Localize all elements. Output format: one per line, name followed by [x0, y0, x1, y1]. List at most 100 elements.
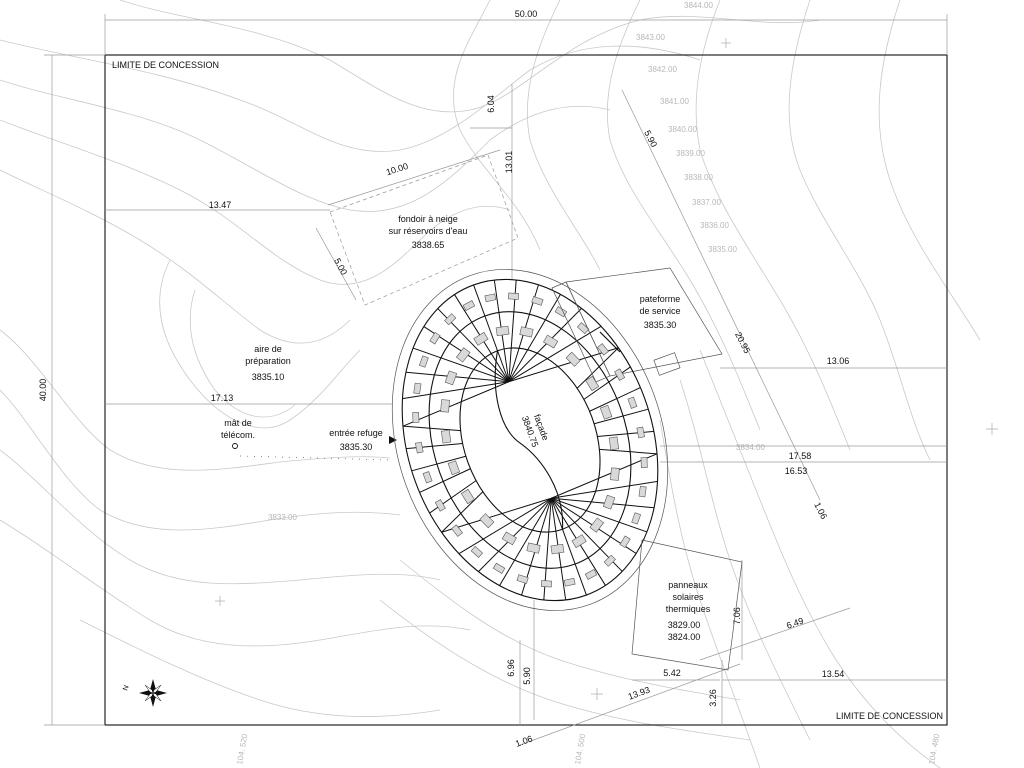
building-divider	[576, 347, 619, 389]
service-platform: pateforme de service 3835.30	[565, 267, 723, 377]
building-spoke	[551, 497, 655, 509]
grid-label: 104. 500	[573, 733, 587, 766]
room-cell	[531, 296, 544, 306]
dimension-1-06-right: 1.06	[812, 501, 829, 521]
concession-label-top: LIMITE DE CONCESSION	[112, 60, 219, 70]
room-cell	[599, 404, 613, 420]
preparation-area: aire de préparation 3835.10	[245, 344, 291, 382]
room-cell	[526, 542, 541, 554]
grid-crosses	[215, 38, 998, 700]
building-spoke	[508, 308, 582, 383]
solar-label-elevation-2: 3824.00	[668, 632, 701, 642]
contour-label: 3838.00	[684, 173, 713, 182]
room-cell	[554, 306, 568, 318]
building-spoke	[478, 497, 552, 572]
room-cell	[589, 517, 605, 533]
dimension-5-00: 5.00	[332, 257, 349, 277]
room-cell	[455, 347, 471, 363]
dimension-5-90-bottom: 5.90	[522, 667, 532, 685]
room-cell	[602, 494, 616, 510]
dimension-5-90-top: 5.90	[642, 129, 659, 149]
building-spoke	[405, 371, 509, 383]
building-spoke	[551, 453, 658, 499]
dimension-1-06-bottom: 1.06	[514, 733, 534, 748]
building-spoke	[551, 480, 658, 499]
room-cell	[462, 300, 476, 311]
building-spoke	[508, 325, 602, 383]
building-spoke	[551, 497, 648, 533]
solar-label-line3: thermiques	[666, 604, 711, 614]
contour-label: 3843.00	[636, 33, 665, 42]
concession-boundary	[104, 54, 948, 726]
room-cell	[484, 293, 497, 303]
compass-north-label: N	[122, 685, 130, 692]
dimension-left-height: 40.00	[38, 379, 48, 402]
contour-label: 3844.00	[684, 1, 713, 10]
room-cell	[540, 580, 552, 588]
room-cell	[501, 531, 517, 546]
room-cell	[608, 436, 620, 451]
dimension-17-13: 17.13	[211, 393, 234, 403]
building-spoke	[508, 347, 619, 383]
grid-label: 104. 480	[927, 733, 941, 766]
building-spoke	[402, 381, 509, 427]
room-cell	[636, 426, 645, 439]
contour-label: 3842.00	[648, 65, 677, 74]
building-divider	[597, 430, 654, 437]
building-divider	[599, 448, 658, 455]
entrance-arrow-icon	[389, 436, 397, 444]
building-divider	[411, 455, 466, 472]
room-cell	[576, 322, 590, 335]
telecom-mast-icon	[232, 443, 238, 449]
room-cell	[415, 441, 424, 454]
building-spoke	[508, 294, 561, 382]
service-label-elevation: 3835.30	[644, 320, 677, 330]
building-divider	[589, 387, 641, 412]
entrance: entrée refuge 3835.30	[329, 428, 397, 452]
room-cell	[640, 457, 648, 468]
grid-label: 104. 520	[235, 733, 249, 766]
dimension-6-49: 6.49	[785, 616, 805, 631]
dimension-lines: 50.00 40.00 6.04 13.01 10.00 13.47 5.00 …	[38, 9, 948, 749]
snowmelt-label-line1: fondoir à neige	[398, 214, 458, 224]
dimension-6-04: 6.04	[486, 95, 496, 113]
room-cell	[479, 513, 495, 529]
dimension-20-95: 20.95	[733, 330, 752, 355]
building-spoke	[412, 347, 509, 383]
dimension-6-96: 6.96	[506, 659, 516, 677]
room-cell	[451, 524, 463, 537]
dimension-3-26: 3.26	[708, 689, 718, 707]
grid-coordinate-labels: 104. 520 104. 500 104. 480	[235, 733, 941, 766]
room-cell	[422, 471, 433, 484]
building-divider	[594, 408, 649, 425]
building-spoke	[550, 498, 587, 596]
contour-label: 3835.00	[708, 245, 737, 254]
room-cell	[447, 460, 461, 476]
entrance-label: entrée refuge	[329, 428, 383, 438]
contour-label: 3837.00	[692, 198, 721, 207]
room-cell	[470, 545, 484, 558]
building-divider	[402, 425, 461, 432]
concession-label-bottom: LIMITE DE CONCESSION	[836, 711, 943, 721]
room-cell	[543, 334, 559, 349]
dimension-10-00: 10.00	[385, 161, 410, 177]
room-cell	[584, 569, 598, 580]
room-cell	[563, 577, 576, 587]
building-spoke	[499, 498, 552, 586]
dimension-13-54: 13.54	[822, 669, 845, 679]
contour-label: 3840.00	[668, 125, 697, 134]
contour-label: 3834.00	[736, 443, 765, 452]
room-cell	[627, 396, 638, 409]
contour-label: 3841.00	[660, 97, 689, 106]
prep-label-elevation: 3835.10	[252, 372, 285, 382]
room-cell	[412, 412, 420, 423]
contour-elevation-labels: 3844.00 3843.00 3842.00 3841.00 3840.00 …	[268, 1, 765, 522]
contour-label: 3839.00	[676, 149, 705, 158]
room-cell	[565, 351, 581, 367]
room-cell	[638, 485, 647, 498]
building-divider	[583, 366, 631, 400]
service-label-line2: de service	[639, 306, 680, 316]
building-divider	[441, 491, 484, 533]
room-cell	[603, 554, 616, 567]
